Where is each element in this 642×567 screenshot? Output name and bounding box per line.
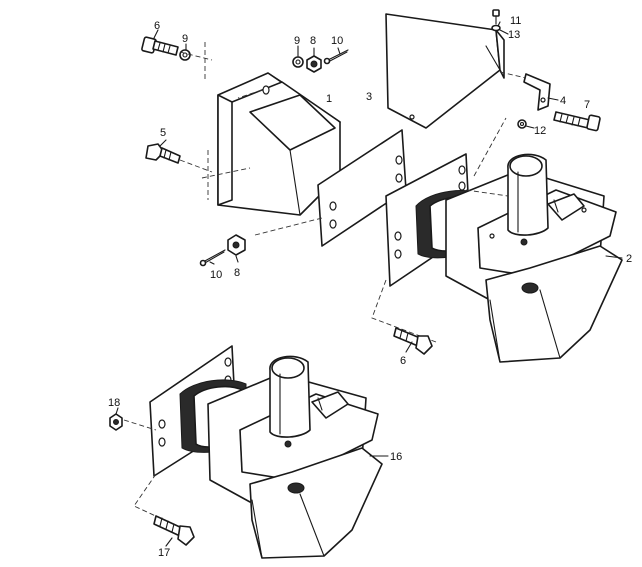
bolt-7 <box>553 111 601 132</box>
angle-bracket-4 <box>523 73 551 111</box>
bolt-6-top <box>141 36 179 56</box>
callout-10-bottom: 10 <box>210 269 222 281</box>
callout-11: 11 <box>510 15 521 27</box>
housing-assembly-2 <box>385 153 623 363</box>
callout-5: 5 <box>160 127 166 139</box>
castle-nut-8-bottom <box>227 234 246 256</box>
washer-9-right <box>292 56 304 68</box>
leader-lines <box>115 21 623 547</box>
callout-4: 4 <box>560 95 566 107</box>
cotter-pin-10-top <box>323 49 349 65</box>
cotter-pin-10-bottom <box>199 249 226 267</box>
axis-line-f <box>123 419 161 519</box>
callout-8-top: 8 <box>310 35 316 47</box>
nut-12 <box>517 119 527 129</box>
callout-12: 12 <box>534 125 546 137</box>
callout-9-right: 9 <box>294 35 300 47</box>
callout-6-top: 6 <box>154 20 160 32</box>
callout-16: 16 <box>390 451 402 463</box>
callout-2: 2 <box>626 253 632 265</box>
bolt-17 <box>153 515 195 546</box>
screw-11 <box>492 9 500 25</box>
callout-9-left: 9 <box>182 33 188 45</box>
axis-line-d <box>179 150 213 200</box>
callout-labels: 6 9 9 8 10 1 3 11 13 4 7 12 5 10 8 2 6 1… <box>108 15 632 559</box>
callout-7: 7 <box>584 99 590 111</box>
callout-8-bottom: 8 <box>234 267 240 279</box>
washer-9-left <box>179 49 191 61</box>
callout-10-top: 10 <box>331 35 343 47</box>
bolt-6-middle <box>393 327 433 355</box>
callout-17: 17 <box>158 547 170 559</box>
callout-18: 18 <box>108 397 120 409</box>
callout-1: 1 <box>326 93 332 105</box>
washer-13 <box>491 24 501 32</box>
axis-line-b <box>201 89 323 236</box>
castle-nut-8-top <box>306 55 322 73</box>
axis-line-a <box>179 42 213 80</box>
housing-assembly-16 <box>149 345 383 559</box>
callout-3: 3 <box>366 91 372 103</box>
mounting-bracket-1 <box>217 72 407 247</box>
cover-plate-3 <box>385 13 505 129</box>
bolt-5 <box>145 143 181 164</box>
nut-18 <box>109 413 123 431</box>
callout-13: 13 <box>508 29 520 41</box>
axis-line-c <box>499 71 527 79</box>
axis-line-e <box>371 117 509 343</box>
callout-6-middle: 6 <box>400 355 406 367</box>
